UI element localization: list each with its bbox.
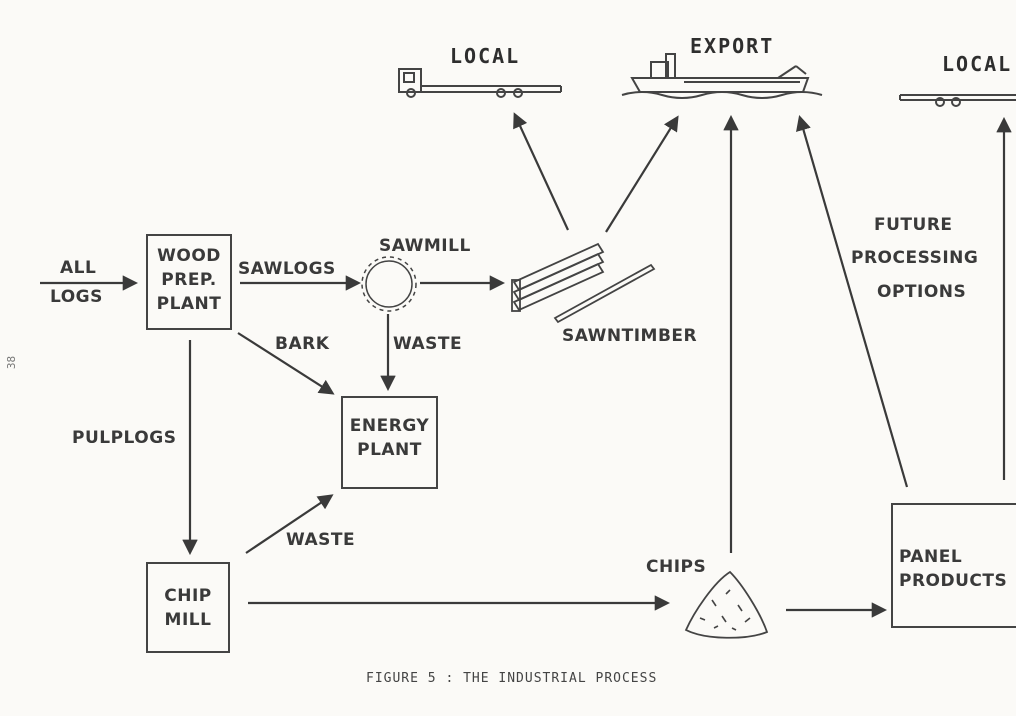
export-destination-label: EXPORT: [690, 34, 775, 58]
figure-caption: FIGURE 5 : THE INDUSTRIAL PROCESS: [366, 671, 658, 686]
truck-trailer-icon: [899, 94, 1016, 107]
chip-mill-line-2: MILL: [164, 610, 212, 630]
processing-label: PROCESSING: [851, 248, 979, 268]
arrow-panel-to-export: [796, 115, 909, 488]
sawmill-gear-icon: [361, 256, 417, 312]
future-label: FUTURE: [874, 215, 953, 235]
all-label: ALL: [60, 258, 97, 278]
chip-pile-icon: [684, 570, 769, 639]
logs-label: LOGS: [50, 287, 103, 307]
sawlogs-label: SAWLOGS: [238, 259, 336, 279]
wood-prep-line-3: PLANT: [156, 294, 222, 314]
sawmill-label: SAWMILL: [379, 236, 471, 256]
options-label: OPTIONS: [877, 282, 967, 302]
arrow-bark-to-energy: [237, 332, 335, 395]
arrow-sawntimber-to-local: [513, 112, 569, 231]
chip-mill-box: CHIP MILL: [146, 562, 230, 653]
wood-prep-line-1: WOOD: [157, 246, 221, 266]
arrow-chipmill-waste-to-energy: [245, 494, 334, 554]
panel-line-2: PRODUCTS: [899, 571, 1008, 591]
wood-prep-plant-box: WOOD PREP. PLANT: [146, 234, 232, 330]
sawmill-waste-label: WASTE: [393, 334, 463, 354]
local-destination-label-right: LOCAL: [942, 52, 1013, 76]
sawntimber-stack-icon: [511, 242, 656, 324]
panel-products-box: PANEL PRODUCTS: [891, 503, 1016, 628]
sawntimber-label: SAWNTIMBER: [562, 326, 698, 346]
pulplogs-label: PULPLOGS: [72, 428, 177, 448]
local-destination-label: LOCAL: [450, 44, 521, 68]
chipmill-waste-label: WASTE: [286, 530, 356, 550]
energy-line-1: ENERGY: [349, 416, 430, 436]
chips-label: CHIPS: [646, 557, 707, 577]
page-number: 38: [5, 355, 19, 370]
bark-label: BARK: [275, 334, 330, 354]
ship-icon: [621, 53, 823, 99]
energy-plant-box: ENERGY PLANT: [341, 396, 438, 489]
truck-icon: [398, 68, 562, 98]
panel-line-1: PANEL: [899, 547, 963, 567]
chip-mill-line-1: CHIP: [164, 586, 212, 606]
arrow-sawntimber-to-export: [605, 115, 679, 233]
wood-prep-line-2: PREP.: [161, 270, 217, 290]
energy-line-2: PLANT: [357, 440, 422, 460]
